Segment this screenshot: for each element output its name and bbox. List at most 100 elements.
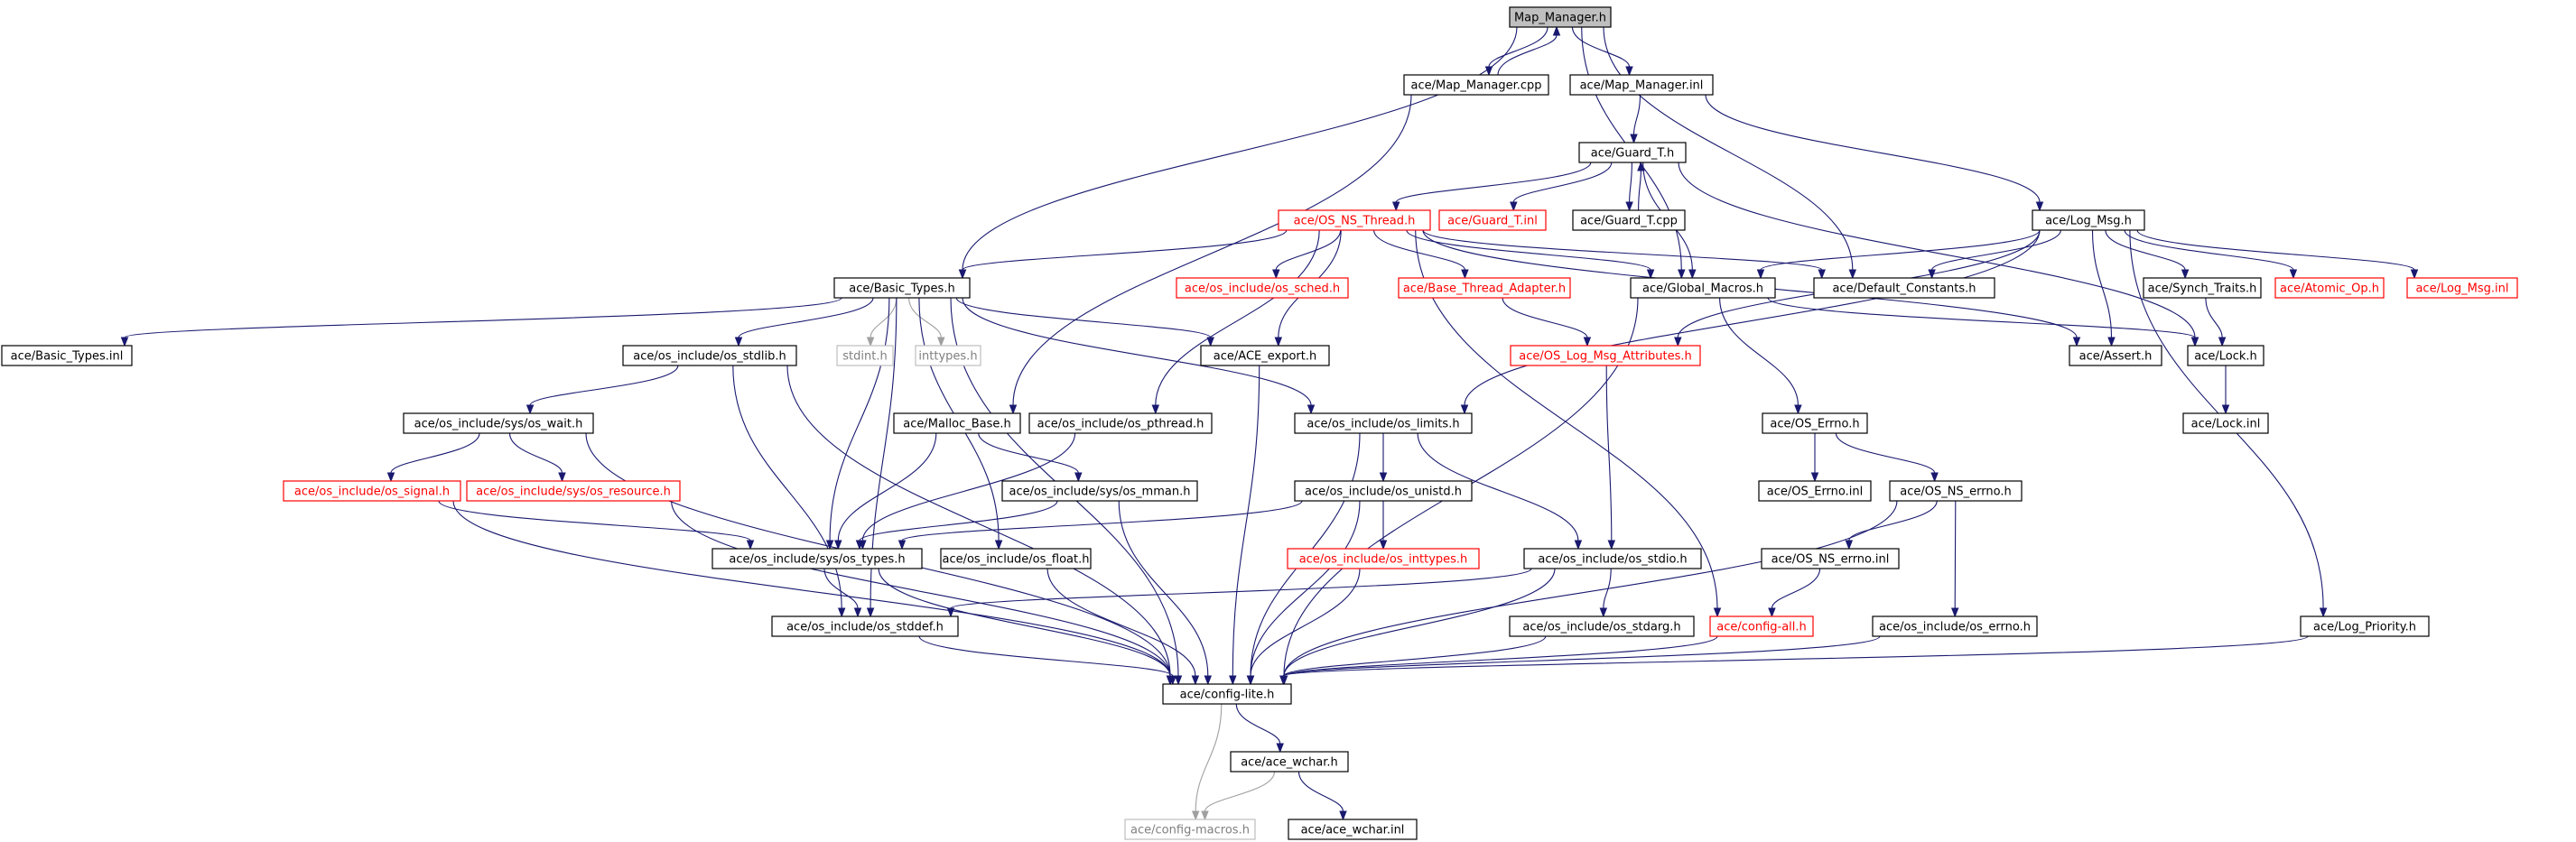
node-box xyxy=(2032,209,2145,231)
node-guard-cpp[interactable]: ace/Guard_T.cpp xyxy=(1572,209,1686,231)
node-os-errno-inc[interactable]: ace/os_include/os_errno.h xyxy=(1872,615,2038,637)
node-os-stdio[interactable]: ace/os_include/os_stdio.h xyxy=(1523,548,1702,569)
edge-arrowhead xyxy=(1484,66,1493,77)
edge-line xyxy=(1488,26,1548,68)
edge-os_inttypes-to-config_lite xyxy=(1246,568,1361,686)
node-os-unistd[interactable]: ace/os_include/os_unistd.h xyxy=(1294,480,1473,502)
edge-lock_h-to-lock_inl xyxy=(2221,365,2230,415)
node-os-errno-inl[interactable]: ace/OS_Errno.inl xyxy=(1758,480,1872,502)
node-label: ace/OS_Log_Msg_Attributes.h xyxy=(1519,350,1691,364)
edge-line xyxy=(1638,170,1641,211)
node-os-mman[interactable]: ace/os_include/sys/os_mman.h xyxy=(1001,480,1198,502)
edge-arrowhead xyxy=(1599,607,1608,618)
node-label: ace/os_include/sys/os_resource.h xyxy=(476,486,671,499)
node-box xyxy=(2069,345,2162,366)
node-config-lite[interactable]: ace/config-lite.h xyxy=(1162,683,1292,705)
node-log-msg-inl[interactable]: ace/Log_Msg.inl xyxy=(2406,277,2518,299)
edge-arrowhead xyxy=(1168,675,1177,686)
node-basic-types-inl[interactable]: ace/Basic_Types.inl xyxy=(1,345,133,366)
node-os-stdlib[interactable]: ace/os_include/os_stdlib.h xyxy=(622,345,797,366)
node-label: ace/Basic_Types.h xyxy=(849,282,954,296)
node-guard-inl[interactable]: ace/Guard_T.inl xyxy=(1438,209,1547,231)
node-ace-wchar[interactable]: ace/ace_wchar.h xyxy=(1230,751,1349,773)
node-os-signal[interactable]: ace/os_include/os_signal.h xyxy=(283,480,461,502)
node-basic-types[interactable]: ace/Basic_Types.h xyxy=(833,277,971,299)
node-mm-cpp[interactable]: ace/Map_Manager.cpp xyxy=(1403,74,1549,96)
node-default-const[interactable]: ace/Default_Constants.h xyxy=(1813,277,1995,299)
node-os-stdarg[interactable]: ace/os_include/os_stdarg.h xyxy=(1509,615,1695,637)
node-label: ace/Guard_T.inl xyxy=(1447,215,1538,228)
node-os-resource[interactable]: ace/os_include/sys/os_resource.h xyxy=(466,480,681,502)
edge-log_msg-to-assert_h xyxy=(2091,229,2116,347)
node-box xyxy=(1630,277,1776,299)
edge-arrowhead xyxy=(2190,337,2199,347)
node-lock-h[interactable]: ace/Lock.h xyxy=(2187,345,2264,366)
edge-arrowhead xyxy=(825,540,834,551)
edge-log_msg-to-os_limits xyxy=(1460,229,2041,415)
node-label: ace/ace_wchar.h xyxy=(1241,756,1338,770)
node-label: ace/ACE_export.h xyxy=(1214,350,1316,364)
edge-line xyxy=(1283,635,2309,677)
node-os-errno-h[interactable]: ace/OS_Errno.h xyxy=(1762,412,1868,434)
node-config-all[interactable]: ace/config-all.h xyxy=(1709,615,1814,637)
node-os-types[interactable]: ace/os_include/sys/os_types.h xyxy=(711,548,923,569)
node-malloc-base[interactable]: ace/Malloc_Base.h xyxy=(893,412,1021,434)
edge-arrowhead xyxy=(1009,404,1018,415)
edge-arrowhead xyxy=(1191,675,1200,686)
node-inttypes[interactable]: inttypes.h xyxy=(915,345,981,366)
node-os-ns-errno-h[interactable]: ace/OS_NS_errno.h xyxy=(1889,480,2023,502)
node-os-pthread[interactable]: ace/os_include/os_pthread.h xyxy=(1028,412,1213,434)
node-os-float[interactable]: ace/os_include/os_float.h xyxy=(940,548,1092,569)
node-os-inttypes[interactable]: ace/os_include/os_inttypes.h xyxy=(1287,548,1480,569)
edge-line xyxy=(508,432,563,474)
node-os-limits[interactable]: ace/os_include/os_limits.h xyxy=(1294,412,1473,434)
node-log-priority[interactable]: ace/Log_Priority.h xyxy=(2300,615,2430,637)
edge-line xyxy=(1767,297,2196,338)
node-label: ace/os_include/os_pthread.h xyxy=(1037,418,1204,431)
node-os-ns-thread[interactable]: ace/OS_NS_Thread.h xyxy=(1278,209,1431,231)
node-ace-export[interactable]: ace/ACE_export.h xyxy=(1200,345,1330,366)
node-config-macros[interactable]: ace/config-macros.h xyxy=(1124,819,1256,840)
edge-arrowhead xyxy=(1074,472,1083,483)
node-ace-wchar-inl[interactable]: ace/ace_wchar.inl xyxy=(1288,819,1418,840)
edge-guard_cpp-to-guard_h xyxy=(1637,161,1645,211)
edge-arrowhead xyxy=(2181,269,2190,280)
edge-basic_types-to-stdint xyxy=(866,297,897,347)
edge-line xyxy=(390,432,480,474)
node-os-sched[interactable]: ace/os_include/os_sched.h xyxy=(1176,277,1349,299)
edge-arrowhead xyxy=(558,472,566,483)
edge-guard_h-to-os_ns_thread xyxy=(1391,162,1592,212)
edge-line xyxy=(1373,229,1465,271)
edge-arrowhead xyxy=(2035,201,2044,212)
node-global-macros[interactable]: ace/Global_Macros.h xyxy=(1630,277,1776,299)
node-label: ace/Base_Thread_Adapter.h xyxy=(1403,282,1566,296)
node-box xyxy=(2300,615,2430,637)
node-os-log-attr[interactable]: ace/OS_Log_Msg_Attributes.h xyxy=(1510,345,1701,366)
node-os-wait[interactable]: ace/os_include/sys/os_wait.h xyxy=(403,412,594,434)
node-os-ns-errno-inl[interactable]: ace/OS_NS_errno.inl xyxy=(1761,548,1900,569)
node-guard-h[interactable]: ace/Guard_T.h xyxy=(1578,142,1687,163)
edge-os_ns_thread-to-default_const xyxy=(1422,229,1826,280)
edge-arrowhead xyxy=(1191,810,1200,821)
node-base-thread[interactable]: ace/Base_Thread_Adapter.h xyxy=(1398,277,1571,299)
node-stdint[interactable]: stdint.h xyxy=(836,345,894,366)
edge-line xyxy=(1678,162,2196,338)
node-log-msg[interactable]: ace/Log_Msg.h xyxy=(2032,209,2145,231)
node-lock-inl[interactable]: ace/Lock.inl xyxy=(2182,412,2269,434)
node-os-stddef[interactable]: ace/os_include/os_stddef.h xyxy=(771,615,959,637)
node-mm-inl[interactable]: ace/Map_Manager.inl xyxy=(1569,74,1714,96)
edge-line xyxy=(1118,500,1209,677)
edge-line xyxy=(732,365,842,609)
node-label: Map_Manager.h xyxy=(1514,12,1606,25)
edge-global_macros-to-lock_h xyxy=(1767,297,2199,347)
node-box xyxy=(1578,142,1687,163)
node-assert-h[interactable]: ace/Assert.h xyxy=(2069,345,2162,366)
edge-malloc_base-to-os_types xyxy=(834,432,937,551)
edge-line xyxy=(955,297,1212,338)
node-label: ace/Guard_T.h xyxy=(1591,147,1674,161)
node-synch-traits[interactable]: ace/Synch_Traits.h xyxy=(2143,277,2262,299)
node-atomic-op[interactable]: ace/Atomic_Op.h xyxy=(2274,277,2385,299)
node-root[interactable]: Map_Manager.h xyxy=(1509,6,1612,28)
node-box xyxy=(1162,683,1292,705)
